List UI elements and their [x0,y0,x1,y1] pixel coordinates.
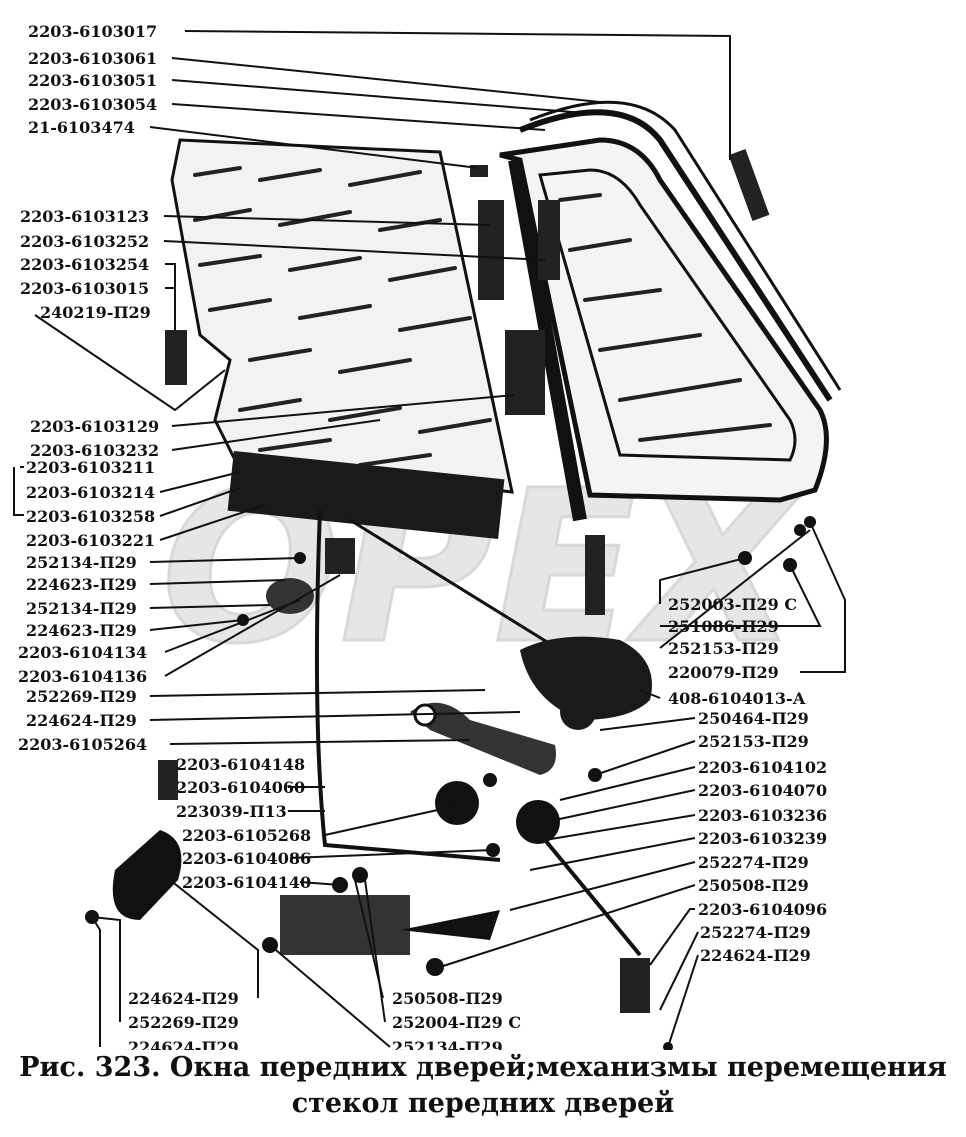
part-label: 252004-П29 С [392,1013,521,1032]
part-labels: 2203-6103017 2203-6103061 2203-6103051 2… [18,22,827,1050]
part-label: 223039-П13 [176,802,287,821]
part-label: 2203-6103129 [30,417,159,436]
part-label: 224624-П29 [26,711,137,730]
part-label: 2203-6104060 [176,778,305,797]
part-label: 252153-П29 [668,639,779,658]
part-label: 2203-6103221 [26,531,155,550]
door-glass [170,138,514,494]
part-label: 224623-П29 [26,575,137,594]
part-label: 2203-6103054 [28,95,157,114]
part-label: 2203-6105264 [18,735,147,754]
glass-channel [227,450,505,540]
part-label: 2203-6103239 [698,829,827,848]
part-label: 224623-П29 [26,621,137,640]
figure-caption: Рис. 323. Окна передних дверей;механизмы… [0,1050,966,1122]
part-label: 2203-6104102 [698,758,827,777]
part-label: 21-6103474 [28,118,135,137]
part-label: 252269-П29 [26,687,137,706]
part-label: 2203-6104140 [182,873,311,892]
parts-diagram: OPEX [13,22,846,1050]
caption-line-1: Рис. 323. Окна передних дверей;механизмы… [19,1052,947,1083]
part-label: 2203-6104096 [698,900,827,919]
part-label: 2203-6103017 [28,22,157,41]
part-label: 252269-П29 [128,1013,239,1032]
part-label: 224624-П29 [700,946,811,965]
part-label: 240219-П29 [40,303,151,322]
part-label: 252274-П29 [698,853,809,872]
part-label: 224624-П29 [128,989,239,1008]
part-label: 2203-6103015 [20,279,149,298]
part-label: 408-6104013-А [668,689,806,708]
part-label: 2203-6104148 [176,755,305,774]
part-label: 2203-6103123 [20,207,149,226]
part-label: 252003-П29 С [668,595,797,614]
part-label: 2203-6103254 [20,255,149,274]
part-label: 2203-6104134 [18,643,147,662]
part-label: 2203-6103232 [30,441,159,460]
part-label: 250508-П29 [392,989,503,1008]
vent-window-frame [470,100,842,615]
part-label: 2203-6103258 [26,507,155,526]
part-label: 2203-6105268 [182,826,311,845]
part-label: 2203-6103236 [698,806,827,825]
window-regulator [85,330,816,1050]
part-label: 2203-6103051 [28,71,157,90]
leader-lines [13,30,846,1048]
part-label: 252153-П29 [698,732,809,751]
part-label: 250464-П29 [698,709,809,728]
part-label: 2203-6104086 [182,849,311,868]
part-label: 250508-П29 [698,876,809,895]
part-label: 252134-П29 [26,599,137,618]
part-label: 2203-6104070 [698,781,827,800]
part-label: 2203-6103211 [26,458,155,477]
caption-line-2: стекол передних дверей [291,1088,675,1119]
part-label: 2203-6103214 [26,483,155,502]
part-label: 224624-П29 [128,1038,239,1050]
part-label: 2203-6103252 [20,232,149,251]
part-label: 2203-6104136 [18,667,147,686]
part-label: 252134-П29 [392,1038,503,1050]
part-label: 251086-П29 [668,617,779,636]
part-label: 220079-П29 [668,663,779,682]
part-label: 252134-П29 [26,553,137,572]
part-label: 252274-П29 [700,923,811,942]
part-label: 2203-6103061 [28,49,157,68]
